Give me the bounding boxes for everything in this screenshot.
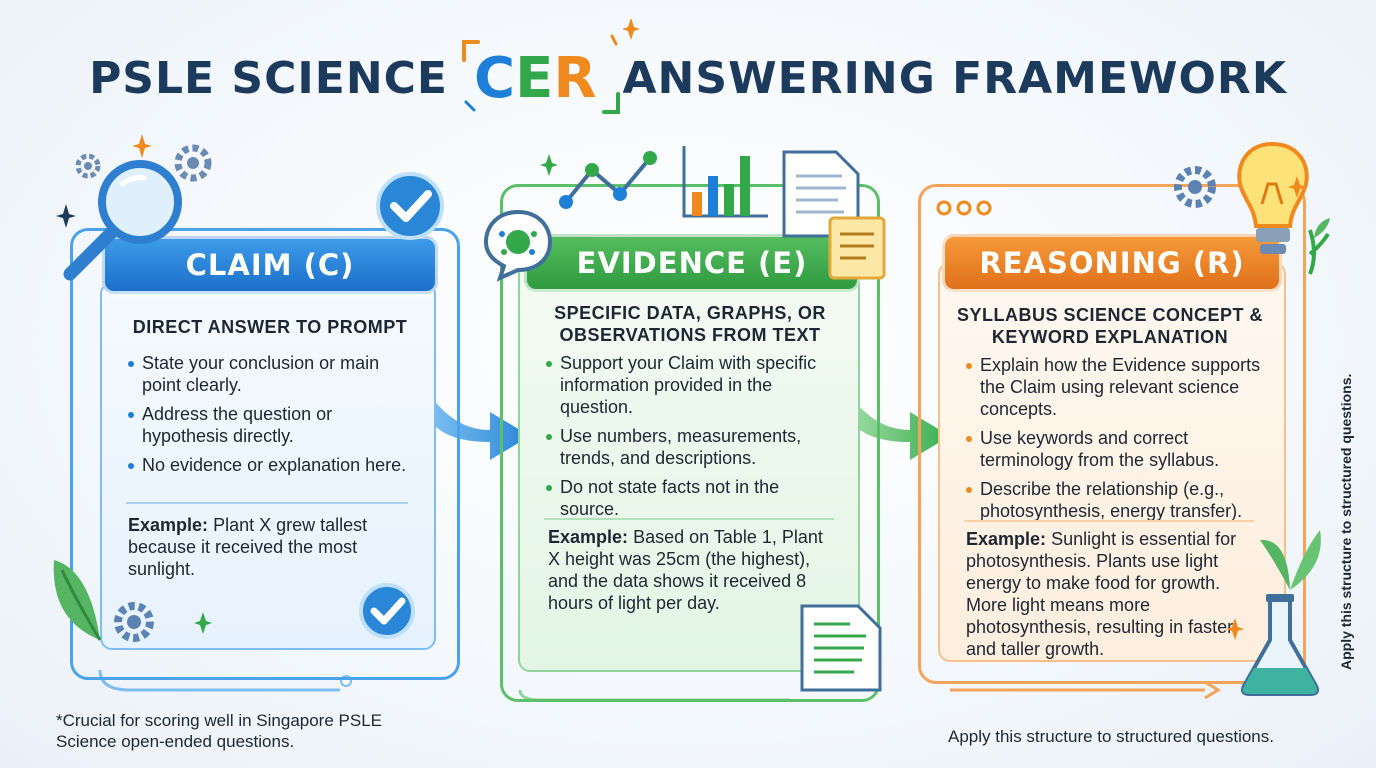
- claim-divider: [126, 502, 408, 504]
- document-icon: [800, 604, 882, 692]
- evidence-card-frame: [500, 184, 880, 702]
- reasoning-bullet-list: Explain how the Evidence supports the Cl…: [964, 354, 1264, 529]
- claim-example: Example: Plant X grew tallest because it…: [128, 514, 408, 580]
- evidence-example-text: Based on Table 1, Plant X height was 25c…: [548, 527, 823, 613]
- window-dots-icon: [936, 200, 992, 216]
- sparkle-icon: [132, 134, 152, 158]
- gear-icon: [174, 144, 212, 182]
- evidence-example: Example: Based on Table 1, Plant X heigh…: [548, 526, 830, 614]
- footnote-left: *Crucial for scoring well in Singapore P…: [56, 711, 382, 751]
- acronym-bracket-decoration: [462, 34, 620, 114]
- acronym-letter-e: E: [515, 46, 554, 111]
- sparkle-icon: [1288, 176, 1306, 198]
- checkmark-badge-icon: [359, 583, 415, 639]
- evidence-bullet: Support your Claim with specific informa…: [544, 352, 840, 418]
- chat-bubble-icon: [483, 209, 553, 282]
- bottom-arrowhead-orange: [1204, 680, 1221, 700]
- title-suffix: ANSWERING FRAMEWORK: [622, 53, 1287, 104]
- claim-bullet: Address the question or hypothesis direc…: [126, 403, 416, 447]
- evidence-bullet-list: Support your Claim with specific informa…: [544, 352, 840, 527]
- reasoning-bullet: Explain how the Evidence supports the Cl…: [964, 354, 1264, 420]
- claim-bullet: No evidence or explanation here.: [126, 454, 416, 476]
- sparkle-icon: [622, 18, 640, 40]
- claim-subhead: DIRECT ANSWER TO PROMPT: [132, 317, 408, 337]
- notepad-icon: [828, 216, 886, 280]
- arrow-evidence-to-reasoning: [850, 395, 950, 460]
- title-acronym: C E R: [462, 34, 620, 114]
- evidence-bullet: Do not state facts not in the source.: [544, 476, 840, 520]
- reasoning-subhead: SYLLABUS SCIENCE CONCEPT & KEYWORD EXPLA…: [956, 305, 1264, 347]
- bar-chart-icon: [682, 146, 768, 218]
- reasoning-header: REASONING (R): [942, 234, 1282, 292]
- side-note-vertical: Apply this structure to structured quest…: [1338, 373, 1354, 670]
- claim-example-text: Plant X grew tallest because it received…: [128, 515, 368, 579]
- evidence-example-label: Example:: [548, 527, 629, 547]
- evidence-bullet: Use numbers, measurements, trends, and d…: [544, 425, 840, 469]
- reasoning-bullet: Describe the relationship (e.g., photosy…: [964, 478, 1264, 522]
- reasoning-example: Example: Sunlight is essential for photo…: [966, 528, 1256, 660]
- arrow-claim-to-evidence: [430, 395, 530, 460]
- sparkle-icon: [1226, 618, 1244, 640]
- sparkle-icon: [540, 154, 558, 176]
- flask-icon: [1240, 530, 1321, 696]
- page-title: PSLE SCIENCE C E R ANSWERING FRAMEWORK: [0, 34, 1376, 114]
- leaf-icon: [53, 560, 102, 641]
- claim-card-frame: [70, 228, 460, 680]
- reasoning-card-body: [938, 262, 1286, 662]
- checkmark-badge-icon: [376, 172, 444, 240]
- document-icon: [782, 150, 860, 238]
- claim-header: CLAIM (C): [102, 236, 438, 294]
- evidence-header: EVIDENCE (E): [524, 234, 860, 292]
- footnote-right: Apply this structure to structured quest…: [948, 727, 1274, 746]
- gear-icon: [1174, 166, 1216, 208]
- evidence-subhead: SPECIFIC DATA, GRAPHS, OR OBSERVATIONS F…: [554, 303, 826, 345]
- evidence-divider: [544, 518, 834, 520]
- gear-icon: [114, 602, 154, 642]
- acronym-letter-c: C: [474, 46, 516, 111]
- line-graph-icon: [559, 151, 657, 209]
- claim-bullet-list: State your conclusion or main point clea…: [126, 352, 416, 483]
- sparkle-icon: [56, 204, 76, 228]
- sparkle-icon: [194, 612, 212, 634]
- reasoning-divider: [964, 520, 1254, 522]
- claim-bullet: State your conclusion or main point clea…: [126, 352, 416, 396]
- reasoning-card-frame: [918, 184, 1306, 684]
- title-prefix: PSLE SCIENCE: [89, 53, 448, 104]
- acronym-letter-r: R: [553, 46, 597, 111]
- magnifier-icon: [63, 160, 182, 281]
- evidence-card-body: [518, 262, 860, 672]
- lightbulb-icon: [1237, 141, 1330, 275]
- claim-example-label: Example:: [128, 515, 209, 535]
- reasoning-example-text: Sunlight is essential for photosynthesis…: [966, 529, 1237, 659]
- bottom-line-blue: [98, 669, 340, 692]
- reasoning-example-label: Example:: [966, 529, 1047, 549]
- gear-icon: [75, 153, 101, 179]
- reasoning-bullet: Use keywords and correct terminology fro…: [964, 427, 1264, 471]
